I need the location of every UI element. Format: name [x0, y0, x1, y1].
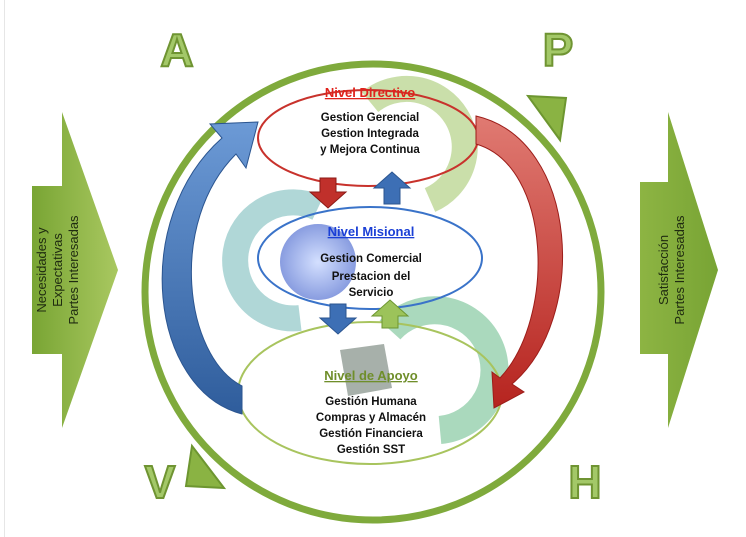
nivel-misional-item-3: Servicio	[349, 287, 394, 299]
cycle-arrowhead-bottom-left	[184, 443, 227, 490]
output-text-line1: Satisfacción	[656, 235, 671, 305]
input-text-line3: Partes Interesadas	[66, 215, 81, 325]
puzzle-image	[340, 344, 392, 396]
nivel-apoyo-item-4: Gestión SST	[337, 444, 405, 456]
globe-image	[280, 224, 356, 300]
arrow-down-directivo-to-misional	[308, 177, 348, 209]
letter-a: A	[160, 24, 193, 76]
nivel-apoyo-item-3: Gestión Financiera	[319, 428, 423, 440]
cycle-arrowhead-top-right	[525, 94, 568, 143]
letter-h: H	[568, 456, 601, 508]
swirl-green-bottom	[379, 296, 509, 444]
nivel-directivo-item-3: y Mejora Continua	[320, 144, 420, 156]
swirl-green-top	[361, 75, 478, 212]
input-text-line1: Necesidades y	[34, 227, 49, 313]
cycle-ring	[141, 60, 605, 524]
swirl-teal-middle	[222, 189, 324, 332]
red-curved-arrow	[475, 115, 563, 409]
output-text-line2: Partes Interesadas	[672, 215, 687, 325]
nivel-directivo-item-1: Gestion Gerencial	[321, 112, 419, 124]
output-arrow	[640, 112, 718, 428]
nivel-directivo-item-2: Gestion Integrada	[321, 128, 419, 140]
arrow-down-misional-to-apoyo	[318, 303, 358, 335]
input-text-line2: Expectativas	[50, 233, 65, 307]
blue-curved-arrow	[161, 121, 259, 415]
letter-v: V	[145, 456, 176, 508]
nivel-misional-title: Nivel Misional	[328, 224, 415, 239]
nivel-apoyo-title: Nivel de Apoyo	[324, 368, 417, 383]
nivel-apoyo-item-2: Compras y Almacén	[316, 412, 426, 424]
input-arrow	[32, 112, 118, 428]
left-edge-line	[4, 0, 5, 537]
letter-p: P	[543, 24, 574, 76]
arrow-up-misional-to-directivo	[372, 171, 412, 205]
ring-nivel-misional	[257, 206, 483, 310]
arrow-up-apoyo-to-misional	[370, 299, 410, 329]
nivel-directivo-title: Nivel Directivo	[325, 85, 415, 100]
nivel-misional-item-1: Gestion Comercial	[320, 253, 422, 265]
nivel-misional-item-2: Prestacion del	[332, 271, 411, 283]
nivel-apoyo-item-1: Gestión Humana	[325, 396, 417, 408]
ring-nivel-apoyo	[237, 321, 503, 465]
